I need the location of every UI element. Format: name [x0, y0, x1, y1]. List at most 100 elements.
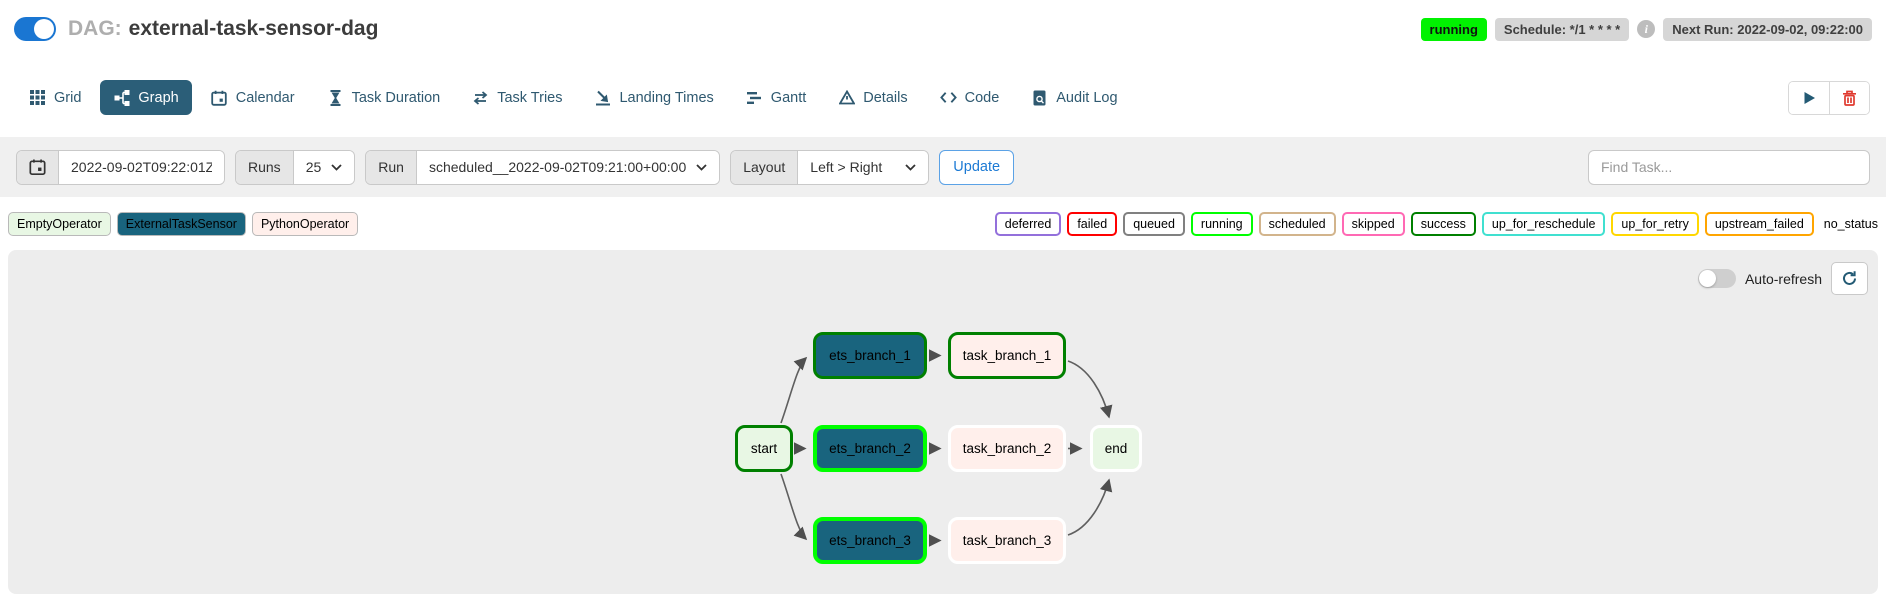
hourglass-icon: [327, 89, 344, 106]
tab-code[interactable]: Code: [927, 80, 1013, 115]
schedule-badge: Schedule: */1 * * * *: [1494, 17, 1630, 41]
legend-row: EmptyOperator ExternalTaskSensor PythonO…: [0, 197, 1886, 250]
layout-select[interactable]: Left > Right: [798, 150, 929, 184]
edge-start-ets3: [780, 473, 808, 541]
operator-badge: PythonOperator: [251, 211, 359, 236]
toggle-knob: [1698, 270, 1716, 287]
operator-badge: ExternalTaskSensor: [116, 211, 246, 236]
next-run-badge: Next Run: 2022-09-02, 09:22:00: [1663, 17, 1872, 41]
no-status-label: no_status: [1823, 216, 1878, 231]
toggle-knob: [34, 19, 54, 39]
status-badge: failed: [1067, 211, 1118, 236]
dag-pause-toggle[interactable]: [14, 17, 56, 41]
tab-label: Gantt: [770, 89, 807, 106]
chevron-down-icon: [331, 163, 342, 171]
status-badge: up_for_reschedule: [1481, 211, 1606, 236]
dag-edges: [780, 349, 1113, 547]
date-picker-button[interactable]: [17, 150, 59, 184]
auto-refresh-label: Auto-refresh: [1744, 270, 1822, 287]
dag-graph-panel: Auto-refresh start ets_branch_1 ets_bran…: [8, 250, 1878, 594]
delete-dag-button[interactable]: [1829, 81, 1869, 114]
run-select-value: scheduled__2022-09-02T09:21:00+00:00: [428, 159, 687, 175]
layout-select-value: Left > Right: [810, 159, 883, 175]
tab-audit-log[interactable]: Audit Log: [1018, 80, 1130, 115]
view-tabs-bar: Grid Graph Calendar Task Duration Task T…: [0, 58, 1886, 137]
task-node-ets-branch-2[interactable]: ets_branch_2: [813, 425, 927, 472]
refresh-icon: [1841, 270, 1858, 287]
base-date-input[interactable]: [59, 150, 224, 184]
grid-icon: [29, 89, 46, 106]
landing-icon: [594, 89, 611, 106]
status-badge: deferred: [994, 211, 1062, 236]
auto-refresh-controls: Auto-refresh: [1697, 262, 1868, 295]
edge-task3-end: [1067, 478, 1113, 536]
tab-details[interactable]: Details: [825, 80, 920, 115]
auto-refresh-toggle[interactable]: [1697, 269, 1736, 288]
update-button[interactable]: Update: [939, 149, 1015, 185]
tab-label: Task Tries: [497, 89, 563, 106]
task-node-task-branch-2[interactable]: task_branch_2: [948, 425, 1066, 472]
runs-select[interactable]: 25: [293, 150, 355, 184]
refresh-button[interactable]: [1831, 262, 1868, 295]
task-node-ets-branch-3[interactable]: ets_branch_3: [813, 517, 927, 564]
run-group: Run scheduled__2022-09-02T09:21:00+00:00: [365, 149, 721, 185]
tab-graph[interactable]: Graph: [100, 80, 192, 115]
status-badge: scheduled: [1258, 211, 1336, 236]
tab-label: Graph: [138, 89, 179, 106]
layout-label: Layout: [731, 150, 799, 184]
tab-landing-times[interactable]: Landing Times: [581, 80, 726, 115]
calendar-picker-icon: [29, 159, 46, 176]
status-badge: success: [1410, 211, 1476, 236]
status-badge: queued: [1123, 211, 1185, 236]
dag-header: DAG: external-task-sensor-dag running Sc…: [0, 0, 1886, 58]
tab-task-duration[interactable]: Task Duration: [314, 80, 454, 115]
runs-select-value: 25: [305, 159, 322, 175]
tab-grid[interactable]: Grid: [16, 80, 94, 115]
dag-title: external-task-sensor-dag: [128, 17, 379, 40]
task-node-start[interactable]: start: [735, 425, 793, 472]
tab-label: Landing Times: [619, 89, 714, 106]
runs-label: Runs: [236, 150, 294, 184]
status-badge: upstream_failed: [1704, 211, 1814, 236]
tab-label: Audit Log: [1056, 89, 1118, 106]
audit-log-icon: [1031, 89, 1048, 106]
task-node-ets-branch-1[interactable]: ets_branch_1: [813, 332, 927, 379]
graph-icon: [113, 89, 130, 106]
task-node-task-branch-1[interactable]: task_branch_1: [948, 332, 1066, 379]
tab-calendar[interactable]: Calendar: [198, 80, 308, 115]
run-label: Run: [366, 150, 417, 184]
operator-legend: EmptyOperator ExternalTaskSensor PythonO…: [8, 211, 359, 236]
edge-start-ets1: [780, 356, 808, 424]
play-icon: [1801, 89, 1818, 106]
base-date-group: [16, 149, 225, 185]
chevron-down-icon: [905, 163, 916, 171]
graph-toolbar: Runs 25 Run scheduled__2022-09-02T09:21:…: [0, 137, 1886, 197]
dag-prefix-label: DAG:: [68, 17, 122, 40]
layout-group: Layout Left > Right: [730, 149, 930, 185]
tab-label: Calendar: [235, 89, 295, 106]
runs-group: Runs 25: [235, 149, 356, 185]
tab-task-tries[interactable]: Task Tries: [459, 80, 575, 115]
status-badge: skipped: [1341, 211, 1405, 236]
tab-label: Details: [863, 89, 908, 106]
edge-task1-end: [1067, 360, 1113, 419]
status-badge: up_for_retry: [1611, 211, 1699, 236]
code-icon: [939, 89, 957, 106]
find-task-input[interactable]: [1588, 149, 1870, 185]
gantt-icon: [746, 89, 763, 106]
task-node-task-branch-3[interactable]: task_branch_3: [948, 517, 1066, 564]
trigger-dag-button[interactable]: [1789, 81, 1829, 114]
retry-arrows-icon: [472, 89, 489, 106]
schedule-info-icon[interactable]: i: [1637, 20, 1656, 38]
trash-icon: [1841, 89, 1858, 106]
tab-label: Grid: [54, 89, 82, 106]
dag-status-badge: running: [1420, 17, 1487, 41]
details-icon: [838, 89, 855, 106]
calendar-icon: [211, 89, 228, 106]
run-select[interactable]: scheduled__2022-09-02T09:21:00+00:00: [416, 150, 720, 184]
chevron-down-icon: [696, 163, 707, 171]
operator-badge: EmptyOperator: [8, 211, 111, 236]
tab-gantt[interactable]: Gantt: [733, 80, 819, 115]
status-legend: deferred failed queued running scheduled…: [994, 211, 1878, 236]
task-node-end[interactable]: end: [1090, 425, 1142, 472]
